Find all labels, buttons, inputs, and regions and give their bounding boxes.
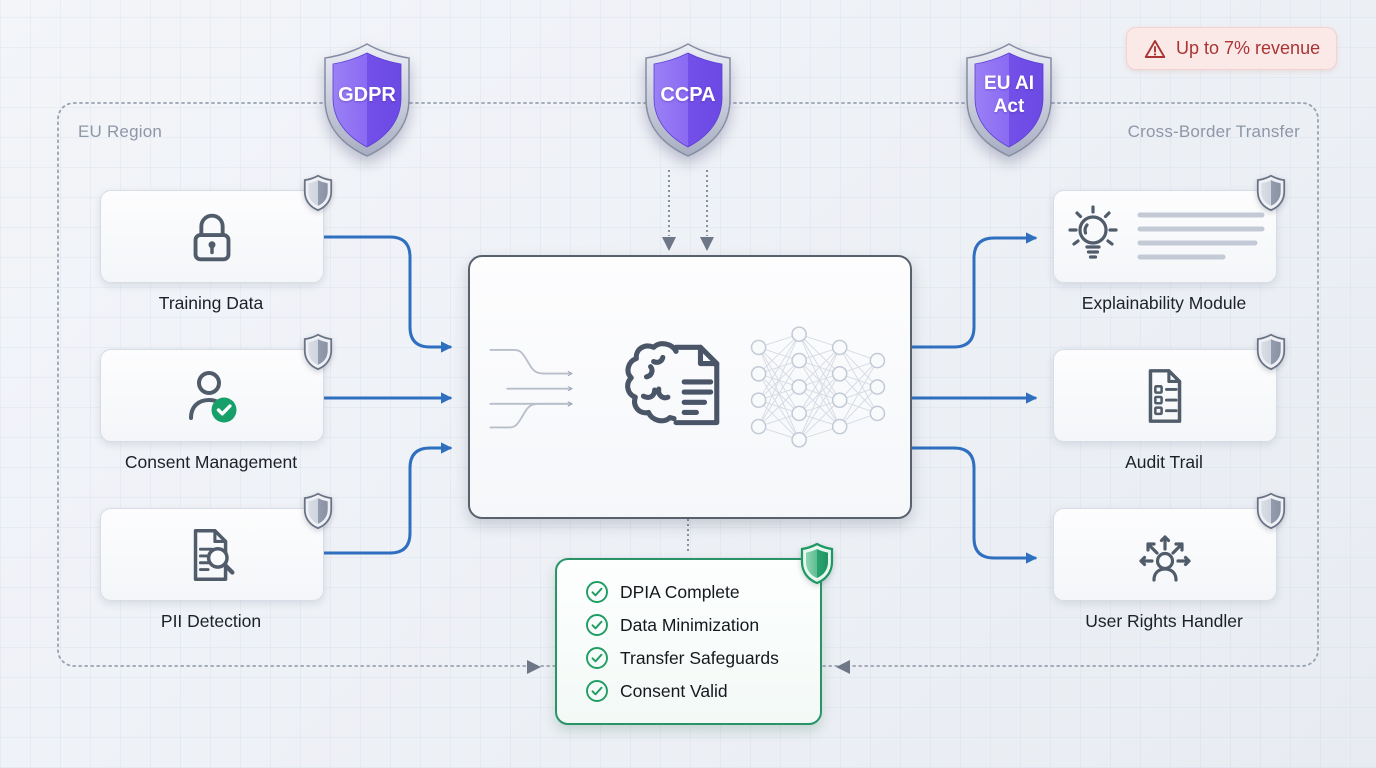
- node-explainability-module: [1053, 190, 1277, 283]
- connector-center-to-userrights: [906, 446, 1038, 564]
- compliance-item: DPIA Complete: [585, 580, 820, 604]
- compliance-checklist-panel: DPIA Complete Data Minimization Transfer…: [555, 558, 822, 725]
- shield-badge-icon: [1256, 174, 1286, 211]
- eu-ai-act-shield-icon: [966, 43, 1052, 157]
- compliance-item-label: DPIA Complete: [620, 581, 740, 602]
- checklist-document-icon: [1148, 368, 1182, 423]
- circle-check-icon: [586, 647, 608, 669]
- green-shield-icon: [800, 542, 834, 584]
- bottom-right-arrowhead: [836, 660, 850, 674]
- compliance-item: Consent Valid: [585, 679, 820, 703]
- circle-check-icon: [586, 680, 608, 702]
- node-user-rights-handler: [1053, 508, 1277, 601]
- node-user-rights-handler-label: User Rights Handler: [1085, 611, 1243, 631]
- gdpr-shield-label: GDPR: [338, 84, 396, 106]
- node-explainability-module-label: Explainability Module: [1081, 293, 1247, 313]
- warning-triangle-icon: [1144, 39, 1166, 58]
- shield-badge-icon: [303, 333, 333, 370]
- compliance-item: Transfer Safeguards: [585, 646, 820, 670]
- neural-network-icon: [750, 326, 886, 448]
- document-search-icon: [193, 528, 235, 581]
- node-consent-management-label: Consent Management: [124, 452, 298, 472]
- node-consent-management: [100, 349, 324, 442]
- gdpr-shield-icon: [324, 43, 410, 157]
- node-training-data-label: Training Data: [158, 293, 264, 313]
- node-audit-trail-label: Audit Trail: [1125, 452, 1203, 472]
- compliance-item: Data Minimization: [585, 613, 820, 637]
- user-check-icon: [189, 370, 237, 422]
- revenue-risk-badge: Up to 7% revenue: [1126, 27, 1338, 70]
- connector-training-to-center: [320, 235, 453, 353]
- ccpa-arrowhead: [700, 237, 714, 251]
- connector-center-to-explainability: [906, 232, 1038, 349]
- lightbulb-text-icon: [1068, 204, 1118, 259]
- node-pii-detection-label: PII Detection: [160, 611, 262, 631]
- revenue-risk-label: Up to 7% revenue: [1176, 38, 1321, 58]
- eu-ai-act-shield-label: EU AI Act: [984, 73, 1034, 117]
- compliance-item-label: Data Minimization: [620, 614, 760, 635]
- connector-pii-to-center: [320, 442, 453, 555]
- user-arrows-icon: [1139, 534, 1191, 582]
- node-ai-core: [468, 255, 912, 519]
- ccpa-shield-icon: [645, 43, 731, 157]
- bottom-left-arrowhead: [527, 660, 541, 674]
- node-training-data: [100, 190, 324, 283]
- region-label-cross-border: Cross-Border Transfer: [1127, 122, 1300, 141]
- compliance-item-label: Consent Valid: [620, 680, 728, 701]
- shield-badge-icon: [303, 174, 333, 211]
- lock-icon: [193, 213, 231, 261]
- brain-document-icon: [625, 341, 720, 426]
- circle-check-icon: [586, 614, 608, 636]
- circle-check-icon: [586, 581, 608, 603]
- text-lines-icon: [1137, 212, 1265, 259]
- shield-badge-icon: [303, 492, 333, 529]
- data-flow-icon: [489, 348, 605, 429]
- shield-badge-icon: [1256, 333, 1286, 370]
- node-pii-detection: [100, 508, 324, 601]
- region-label-eu: EU Region: [78, 122, 163, 141]
- compliance-item-label: Transfer Safeguards: [620, 647, 779, 668]
- shield-badge-icon: [1256, 492, 1286, 529]
- node-audit-trail: [1053, 349, 1277, 442]
- ccpa-arrowhead: [662, 237, 676, 251]
- ccpa-shield-label: CCPA: [660, 84, 716, 106]
